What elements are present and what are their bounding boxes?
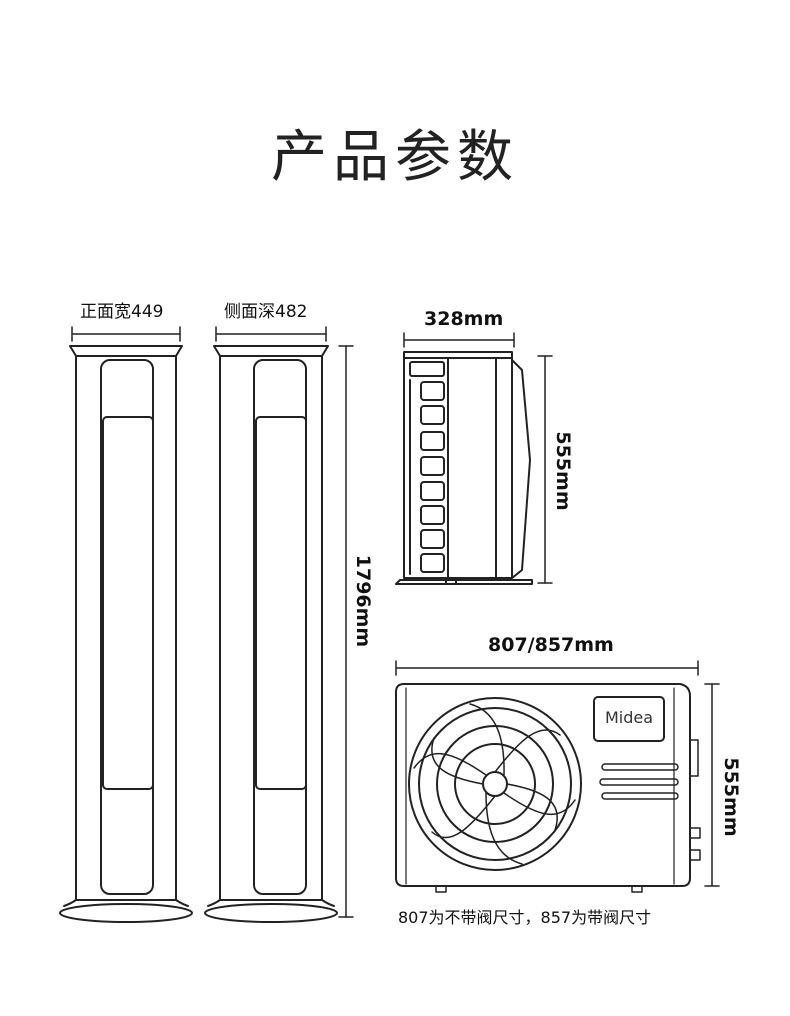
- outdoor-unit-front-drawing: [395, 660, 701, 893]
- outdoor-side-width-label: 328mm: [424, 308, 504, 330]
- indoor-height-label: 1796mm: [352, 554, 374, 648]
- page-title: 产品参数: [271, 125, 519, 190]
- side-depth-label: 侧面深482: [224, 302, 308, 322]
- indoor-unit-side-drawing: [204, 326, 338, 923]
- outdoor-unit-side-drawing: [395, 332, 533, 585]
- indoor-unit-front-drawing: [59, 326, 193, 923]
- outdoor-side-height-label: 555mm: [552, 431, 574, 511]
- outdoor-front-height-dimension: [704, 683, 720, 887]
- fan-blades: [413, 703, 576, 865]
- outdoor-front-height-label: 555mm: [720, 757, 742, 837]
- brand-logo: Midea: [604, 708, 654, 727]
- outdoor-front-width-label: 807/857mm: [488, 634, 614, 656]
- indoor-height-dimension: [338, 345, 354, 918]
- valve-size-note: 807为不带阀尺寸，857为带阀尺寸: [398, 908, 652, 927]
- front-width-label: 正面宽449: [80, 302, 164, 322]
- outdoor-side-height-dimension: [537, 355, 553, 584]
